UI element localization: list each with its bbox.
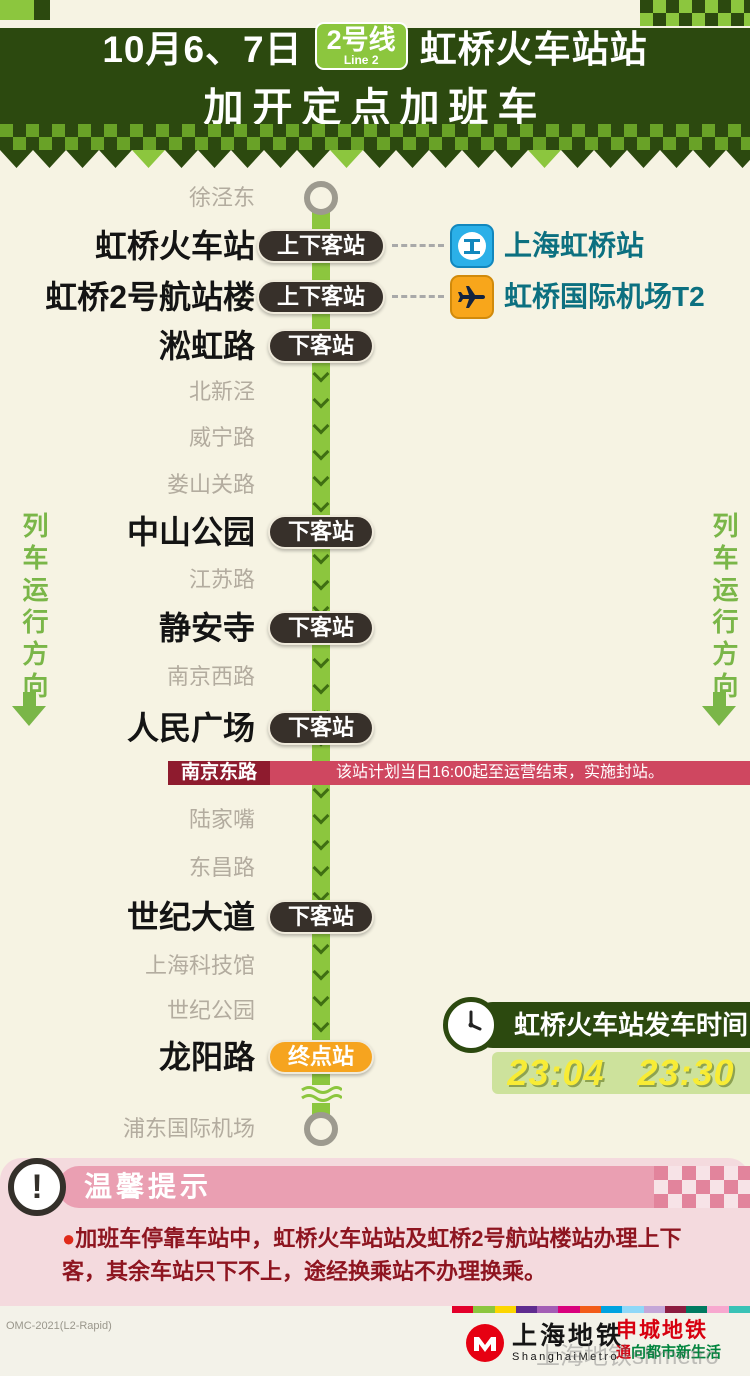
- station-longyang-road: 龙阳路: [158, 1039, 255, 1075]
- slogan-line2: 通向都市新生活: [616, 1344, 721, 1363]
- header-title-row: 10月6、7日 2号线 Line 2 虹桥火车站站: [102, 19, 647, 73]
- badge-alight-peoples-square: 下客站: [267, 711, 375, 745]
- station-songhong-road: 淞虹路: [158, 328, 255, 364]
- station-zhongshan-park: 中山公园: [126, 514, 255, 550]
- slogan-line2-tail: 向都市新生活: [631, 1344, 722, 1362]
- line2-badge-sub: Line 2: [343, 52, 379, 67]
- footer-code: OMC-2021(L2-Rapid): [6, 1320, 112, 1332]
- line-break-squiggle: [300, 1085, 344, 1103]
- departure-title: 虹桥火车站发车时间: [514, 1010, 749, 1040]
- notice-checker-decor: [654, 1166, 750, 1208]
- slogan-line2-head: 通: [616, 1344, 632, 1362]
- header-banner: 10月6、7日 2号线 Line 2 虹桥火车站站 加开定点加班车: [0, 21, 750, 130]
- slogan-line1: 申城地铁: [616, 1319, 708, 1342]
- checker-strip: [0, 124, 750, 150]
- badge-alight-zhongshan: 下客站: [267, 515, 375, 549]
- closed-station-bar: 南京东路 该站计划当日16:00起至运营结束，实施封站。: [168, 761, 750, 785]
- notice-title: 温馨提示: [84, 1171, 213, 1202]
- line2-badge: 2号线 Line 2: [314, 21, 408, 71]
- header-subtitle: 加开定点加班车: [203, 86, 547, 130]
- badge-alight-jingan: 下客站: [267, 611, 375, 645]
- departure-banner: 虹桥火车站发车时间: [443, 997, 750, 1053]
- line2-badge-name: 2号线: [326, 24, 396, 55]
- corner-checker-right: [640, 0, 750, 26]
- station-jiangsu-road: 江苏路: [188, 567, 255, 592]
- station-peoples-square: 人民广场: [126, 710, 255, 746]
- metro-logo-cn: 上海地铁: [512, 1322, 625, 1350]
- line-colors-strip: [452, 1306, 750, 1313]
- station-hongqiao-t2: 虹桥2号航站楼: [45, 279, 255, 315]
- notice-body: 加班车停靠车站中，虹桥火车站站及虹桥2号航站楼站办理上下客，其余车站只下不上，途…: [62, 1226, 682, 1284]
- airplane-icon: [450, 275, 494, 319]
- badge-terminus: 终点站: [267, 1040, 375, 1074]
- station-shanghai-science-museum: 上海科技馆: [144, 953, 255, 978]
- direction-label-right: 列车运行方向: [709, 512, 739, 704]
- metro-line: [312, 198, 330, 1129]
- station-weining-road: 威宁路: [188, 425, 255, 450]
- metro-logo-en: ShanghaiMetro: [512, 1350, 620, 1363]
- shanghai-metro-logo-icon: [466, 1324, 504, 1362]
- down-arrow-left: [12, 692, 46, 726]
- dashed-connector-2: [392, 295, 444, 298]
- metro-logo-text: 上海地铁 ShanghaiMetro: [512, 1322, 625, 1363]
- notice-text: ●加班车停靠车站中，虹桥火车站站及虹桥2号航站楼站办理上下客，其余车站只下不上，…: [62, 1222, 718, 1288]
- station-hongqiao-railway-station: 虹桥火车站: [94, 228, 255, 264]
- departure-times: 23:04 23:30: [507, 1052, 735, 1093]
- station-lujiazui: 陆家嘴: [188, 807, 255, 832]
- badge-board-alight-2: 上下客站: [256, 280, 386, 314]
- station-beixinjing: 北新泾: [188, 379, 255, 404]
- closed-station-name: 南京东路: [168, 761, 270, 785]
- notice-banner: 温馨提示: [58, 1166, 750, 1208]
- departure-times-bar: 23:04 23:30: [492, 1052, 750, 1094]
- watermark: 上海地铁shmetro: [536, 1343, 719, 1370]
- station-loushanguan-road: 娄山关路: [166, 472, 255, 497]
- direction-label-left: 列车运行方向: [19, 512, 49, 704]
- exclamation-icon: !: [8, 1158, 66, 1216]
- terminal-circle-bottom: [304, 1112, 338, 1146]
- header-station-title: 虹桥火车站站: [419, 29, 648, 70]
- sawtooth-svg: [0, 150, 750, 168]
- notice-panel: 温馨提示 ! ●加班车停靠车站中，虹桥火车站站及虹桥2号航站楼站办理上下客，其余…: [0, 1158, 750, 1306]
- slogan: 申城地铁 通向都市新生活: [616, 1318, 721, 1363]
- station-dongchang-road: 东昌路: [188, 855, 255, 880]
- station-xujingdong: 徐泾东: [188, 185, 255, 210]
- corner-decor-left-dark: [34, 0, 50, 20]
- terminal-circle-top: [304, 181, 338, 215]
- station-century-park: 世纪公园: [166, 998, 255, 1023]
- station-pudong-airport: 浦东国际机场: [122, 1116, 255, 1141]
- footer: OMC-2021(L2-Rapid) 上海地铁 ShanghaiMetro 上海…: [0, 1306, 750, 1376]
- header-date: 10月6、7日: [102, 29, 303, 70]
- clock-icon: [443, 997, 499, 1053]
- station-jingan-temple: 静安寺: [158, 610, 255, 646]
- badge-alight-century-avenue: 下客站: [267, 900, 375, 934]
- closed-station-note: 该站计划当日16:00起至运营结束，实施封站。: [336, 764, 665, 781]
- notice-bullet: ●: [62, 1226, 76, 1251]
- down-arrow-right: [702, 692, 736, 726]
- badge-alight-songhong: 下客站: [267, 329, 375, 363]
- station-century-avenue: 世纪大道: [126, 899, 255, 935]
- station-nanjing-west-road: 南京西路: [166, 664, 255, 689]
- badge-board-alight-1: 上下客站: [256, 229, 386, 263]
- railway-link-label: 上海虹桥站: [504, 230, 645, 261]
- dashed-connector-1: [392, 244, 444, 247]
- airport-link-label: 虹桥国际机场T2: [504, 281, 705, 312]
- corner-decor-left: [0, 0, 34, 20]
- railway-station-icon: [450, 224, 494, 268]
